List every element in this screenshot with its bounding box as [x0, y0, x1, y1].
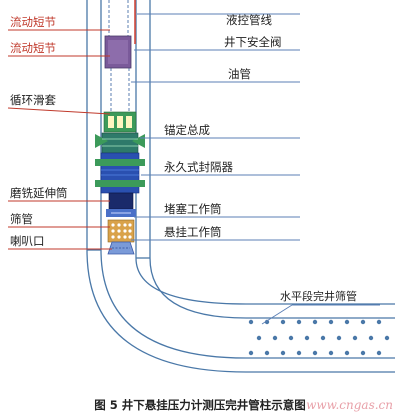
label-bell-mouth: 喇叭口 — [10, 234, 45, 248]
casing-inner-wall — [100, 0, 395, 359]
casing-outer-wall-right — [135, 0, 395, 305]
label-circ-sleeve: 循环滑套 — [10, 93, 56, 107]
horizontal-screen-holes — [248, 319, 390, 356]
casing-outer-wall — [86, 0, 395, 373]
circulation-sleeve-body — [103, 111, 137, 133]
casing — [86, 0, 395, 373]
label-hydraulic-line: 液控管线 — [226, 13, 272, 27]
screen-pipe-body — [107, 219, 135, 243]
permanent-packer-body — [95, 152, 145, 194]
label-flow-short-1: 流动短节 — [10, 15, 56, 29]
label-hang-nipple: 悬挂工作筒 — [164, 225, 222, 239]
watermark: www.cngas.cn — [306, 398, 393, 412]
anchor-assembly-body — [95, 132, 145, 154]
leader-lines-right — [131, 13, 380, 325]
figure-caption: 图 5 井下悬挂压力计测压完井管柱示意图 — [94, 398, 306, 412]
label-screen: 筛管 — [10, 212, 33, 226]
label-packer: 永久式封隔器 — [164, 160, 233, 174]
label-flow-short-2: 流动短节 — [10, 41, 56, 55]
safety-valve-body — [104, 35, 132, 69]
label-anchor: 锚定总成 — [164, 123, 210, 137]
bell-mouth-body — [107, 241, 135, 255]
milling-extension-body — [106, 192, 136, 217]
label-plug-nipple: 堵塞工作筒 — [164, 202, 222, 216]
label-tubing: 油管 — [228, 67, 251, 81]
label-safety-valve: 井下安全阀 — [224, 35, 282, 49]
casing-inner-wall-right — [149, 0, 395, 319]
leader-lines-left — [7, 29, 112, 250]
label-mill-ext: 磨铣延伸筒 — [10, 186, 68, 200]
label-horizontal-screen: 水平段完井筛管 — [280, 289, 357, 303]
